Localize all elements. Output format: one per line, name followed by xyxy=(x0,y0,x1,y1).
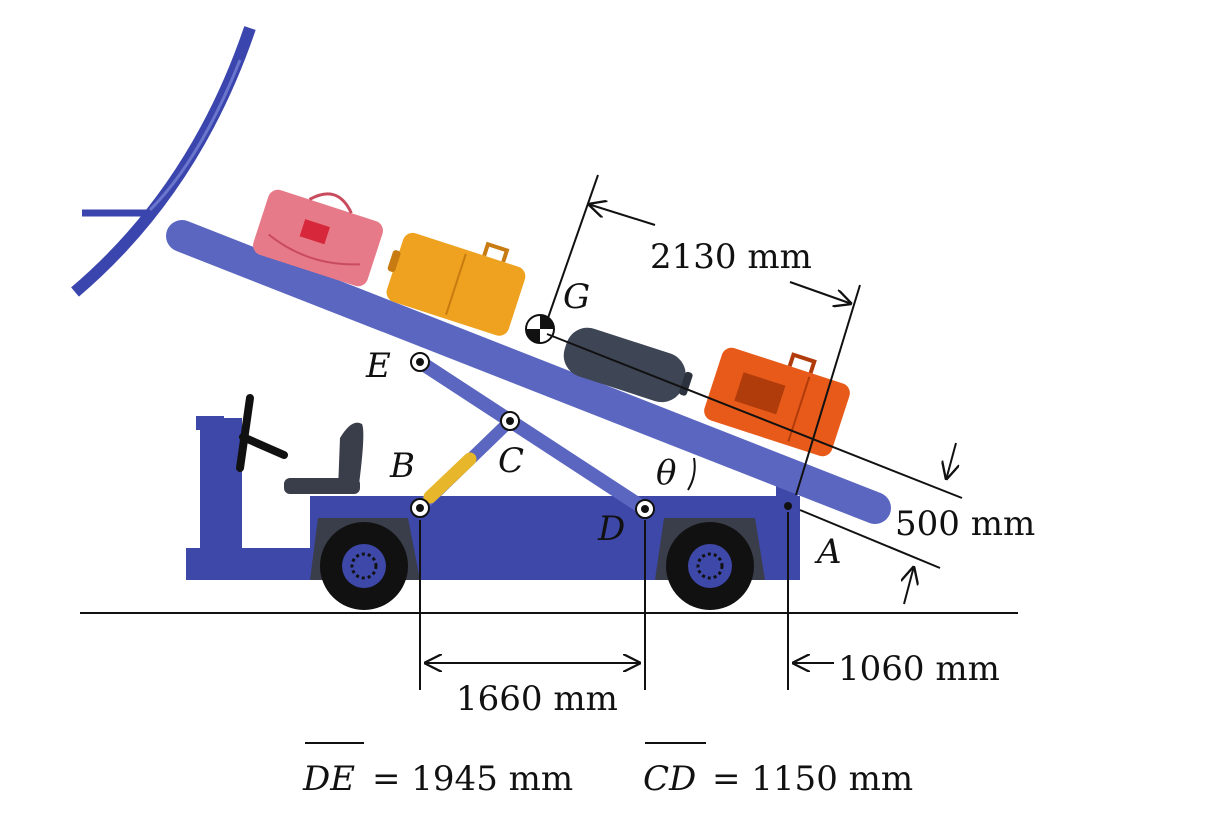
pin-A-icon xyxy=(784,502,792,510)
eq-de-symbol: DE xyxy=(302,759,355,799)
bag-pink-icon xyxy=(253,189,383,287)
pin-C-icon xyxy=(500,411,520,431)
pin-E-icon xyxy=(410,352,430,372)
dim-cg-distance: 2130 mm xyxy=(650,237,812,277)
label-B: B xyxy=(389,446,415,486)
bag-yellow-icon xyxy=(386,232,526,336)
dim-offset: 500 mm xyxy=(895,504,1035,544)
rear-wheel-icon xyxy=(666,522,754,610)
pin-D-icon xyxy=(635,499,655,519)
label-theta: θ xyxy=(656,453,676,493)
label-E: E xyxy=(365,346,391,386)
label-C: C xyxy=(498,441,524,481)
eq-de-value: = 1945 mm xyxy=(372,759,573,799)
eq-cd-symbol: CD xyxy=(643,759,696,799)
label-D: D xyxy=(597,509,625,549)
conveyor-boom xyxy=(166,220,891,524)
pin-B-icon xyxy=(410,498,430,518)
dim-bd-spacing: 1660 mm xyxy=(456,679,618,719)
bag-orange-icon xyxy=(704,347,850,457)
angle-arc xyxy=(687,457,696,491)
aircraft-door-edge xyxy=(71,26,256,297)
label-G: G xyxy=(563,277,590,317)
link-DE xyxy=(413,355,652,516)
label-A: A xyxy=(814,532,842,572)
center-of-gravity-icon xyxy=(525,314,555,344)
seat-icon xyxy=(284,422,364,494)
dimension-lines xyxy=(305,174,963,744)
steering-wheel-icon xyxy=(236,394,288,472)
dim-a-offset: 1060 mm xyxy=(838,649,1000,689)
eq-cd-value: = 1150 mm xyxy=(712,759,913,799)
hydraulic-cylinder xyxy=(423,452,477,504)
front-wheel-icon xyxy=(320,522,408,610)
